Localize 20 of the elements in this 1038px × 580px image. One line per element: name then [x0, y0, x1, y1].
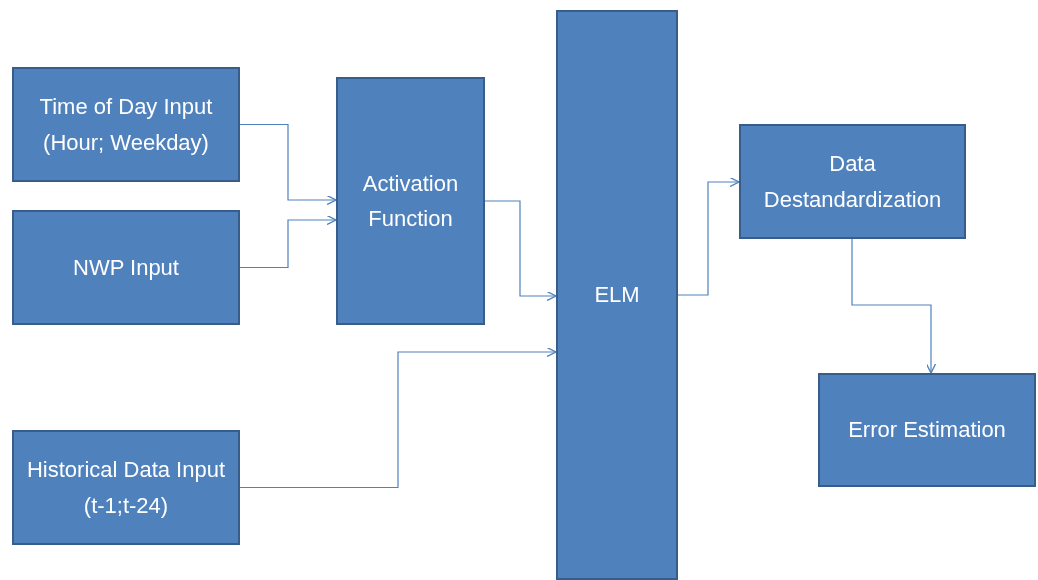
process-box: [739, 124, 966, 239]
model-bar: [556, 10, 678, 580]
box-label: Activation Function: [361, 169, 460, 233]
arrow: [677, 176, 740, 296]
process-box: [12, 67, 240, 182]
arrow: [239, 123, 337, 206]
arrow: [239, 346, 557, 489]
process-box: [818, 373, 1036, 487]
process-box: [12, 430, 240, 545]
process-box: [12, 210, 240, 325]
process-box: [336, 77, 485, 325]
arrow: [484, 200, 557, 302]
arrow: [239, 214, 337, 269]
box-label: NWP Input: [72, 253, 180, 282]
box-label: Historical Data Input (t-1;t-24): [25, 456, 227, 520]
box-label: Error Estimation: [847, 416, 1007, 445]
box-label: Data Destandardization: [762, 150, 943, 214]
box-label: ELM: [593, 281, 641, 310]
arrow: [851, 238, 937, 374]
box-label: Time of Day Input (Hour; Weekday): [38, 93, 214, 157]
